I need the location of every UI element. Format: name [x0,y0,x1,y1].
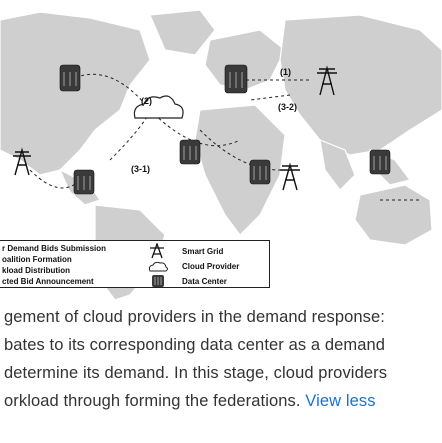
flow-arrows [29,73,420,201]
view-less-link[interactable]: View less [305,392,376,410]
step-label-2: (2) [141,96,152,106]
pylon-icon [150,243,164,259]
caption-line-1: gement of cloud providers in the demand … [4,308,385,326]
smart-grid-pylons [13,65,337,191]
legend-smart-grid: Smart Grid [182,247,224,256]
step-label-3-2: (3-2) [278,102,297,112]
step-label-3-1: (3-1) [131,164,150,174]
cloud-provider-icon [133,95,184,119]
server-slots [63,72,387,190]
caption-line-4: orkload through forming the federations. [4,392,301,410]
legend-data-center: Data Center [182,277,227,286]
step-label-1: (1) [280,67,291,77]
caption-line-4-wrap: orkload through forming the federations.… [4,392,376,411]
demand-response-figure: (2) (3-1) (1) (3-2) r Demand Bids Submis… [0,10,442,300]
legend-item-coalition-formation: oalition Formation [2,255,72,264]
legend-item-workload-distribution: kload Distribution [2,266,70,275]
caption-line-2: bates to its corresponding data center a… [4,336,386,354]
legend-box: r Demand Bids Submission oalition Format… [0,240,270,288]
legend-cloud-provider: Cloud Provider [182,262,240,271]
legend-item-bids-submission: r Demand Bids Submission [2,244,107,253]
legend-item-bid-announcement: cted Bid Announcement [2,277,94,286]
cloud-icon [148,261,168,272]
caption-line-3: determine its demand. In this stage, clo… [4,364,388,382]
datacenter-icon [152,275,164,287]
